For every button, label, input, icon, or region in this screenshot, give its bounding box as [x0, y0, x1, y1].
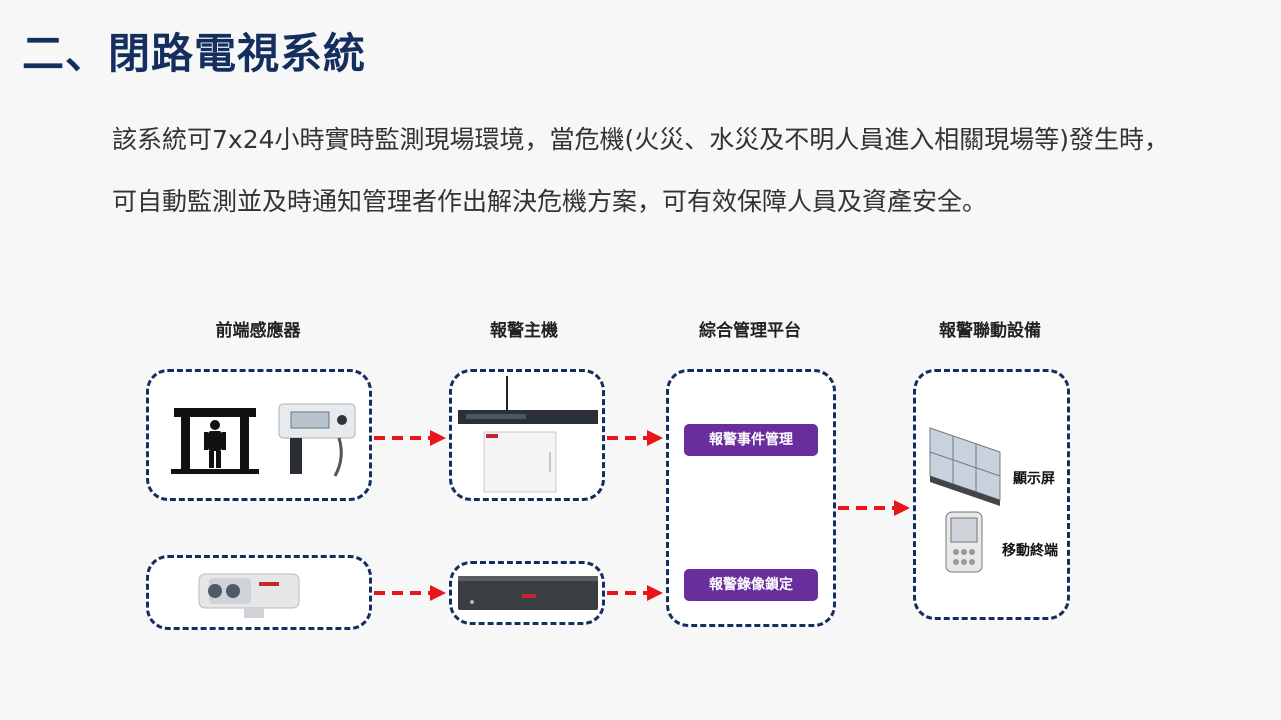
description-line-2: 可自動監測並及時通知管理者作出解決危機方案，可有效保障人員及資產安全。 — [112, 187, 988, 216]
event-management-pill: 報警事件管理 — [684, 424, 818, 456]
column-label-sensors: 前端感應器 — [215, 321, 301, 341]
page-title: 二、閉路電視系統 — [22, 29, 367, 78]
nvr-box — [449, 561, 605, 625]
environment-sensor-icon — [278, 403, 356, 477]
platform-box: 報警事件管理 報警錄像鎖定 — [666, 369, 836, 627]
sensor-devices-illustration — [171, 403, 356, 477]
mobile-phone-icon — [945, 511, 983, 573]
camera-box — [146, 555, 372, 630]
column-label-alarm-host: 報警主機 — [490, 321, 558, 341]
camera-illustration — [198, 573, 300, 618]
recorder-device-icon — [458, 576, 598, 610]
arrow-alarm-host-to-platform — [607, 430, 663, 446]
column-label-platform: 綜合管理平台 — [699, 321, 801, 341]
description-line-1: 該系統可7x24小時實時監測現場環境，當危機(火災、水災及不明人員進入相關現場等… — [112, 125, 1170, 154]
column-label-linked-devices: 報警聯動設備 — [939, 321, 1041, 341]
arrow-sensors-to-alarm-host — [374, 430, 446, 446]
linked-devices-illustration — [929, 427, 1001, 573]
linked-devices-box: 顯示屏 移動終端 — [913, 369, 1070, 620]
alarm-host-illustration — [458, 376, 598, 493]
bullet-camera-icon — [198, 573, 300, 618]
arrow-platform-to-devices — [838, 500, 910, 516]
display-label: 顯示屏 — [1013, 471, 1055, 487]
recording-lock-pill: 報警錄像鎖定 — [684, 569, 818, 601]
arrow-camera-to-nvr — [374, 585, 446, 601]
arrow-nvr-to-platform — [607, 585, 663, 601]
alarm-host-box — [449, 369, 605, 501]
nvr-illustration — [458, 576, 598, 610]
alarm-controller-icon — [458, 376, 598, 493]
sensors-box — [146, 369, 372, 501]
security-gate-icon — [171, 408, 259, 474]
mobile-label: 移動終端 — [1002, 543, 1058, 559]
video-wall-icon — [929, 427, 1001, 506]
